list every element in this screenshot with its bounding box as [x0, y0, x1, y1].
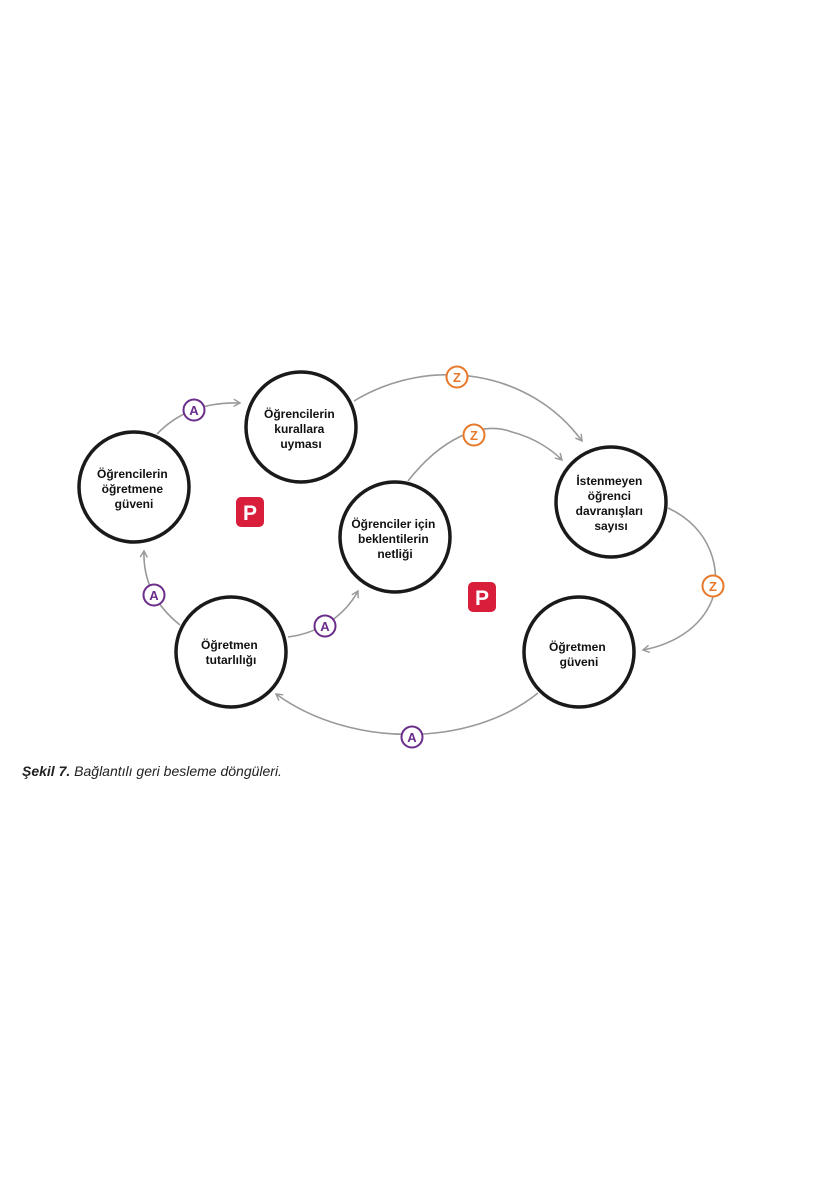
node-label-line: uyması: [280, 437, 321, 451]
arrow-n2-to-n4: [353, 374, 583, 443]
badge-letter: A: [189, 403, 199, 418]
badge-a: A: [182, 398, 206, 422]
p-badges: P P: [236, 497, 496, 612]
node-label: Öğrenciler için beklentilerin netliği: [351, 516, 438, 561]
a-badges: A A A A: [142, 398, 424, 749]
node-label: Öğretmen güveni: [549, 639, 609, 669]
node-label-line: davranışları: [576, 504, 643, 518]
badge-z: Z: [462, 423, 486, 447]
node-label-line: İstenmeyen: [576, 473, 642, 488]
badge-letter: Z: [453, 370, 461, 385]
node-label-line: güveni: [115, 497, 154, 511]
figure-caption-label: Şekil 7.: [22, 763, 71, 779]
node-label-line: Öğrenciler için: [351, 516, 435, 531]
node-label-line: sayısı: [594, 519, 627, 533]
node-ogrencilerin-ogretmene-guveni: [77, 430, 191, 544]
node-label-line: beklentilerin: [358, 532, 429, 546]
badge-letter: Z: [470, 428, 478, 443]
node-beklentilerin-netligi: [338, 480, 452, 594]
badge-a: A: [400, 725, 424, 749]
badge-z: Z: [445, 365, 469, 389]
badge-z: Z: [701, 574, 725, 598]
node-label-line: tutarlılığı: [206, 653, 257, 667]
node-label-line: Öğrencilerin: [264, 406, 335, 421]
node-label: Öğrencilerin kurallara uyması: [264, 406, 338, 451]
node-label-line: güveni: [560, 655, 599, 669]
node-label-line: netliği: [377, 547, 412, 561]
figure-caption: Şekil 7. Bağlantılı geri besleme döngüle…: [22, 763, 282, 779]
badge-letter: Z: [709, 579, 717, 594]
badge-letter: P: [475, 587, 489, 610]
badge-letter: A: [149, 588, 159, 603]
node-label-line: öğretmene: [102, 482, 164, 496]
node-ogretmen-guveni: [522, 595, 636, 709]
node-labels: Öğrencilerin öğretmene güveni Öğrenciler…: [97, 406, 647, 669]
node-label-line: Öğretmen: [201, 637, 258, 652]
node-label: Öğretmen tutarlılığı: [201, 637, 261, 667]
badge-a: A: [313, 614, 337, 638]
badge-letter: P: [243, 502, 257, 525]
feedback-loop-diagram: Öğrencilerin öğretmene güveni Öğrenciler…: [77, 365, 725, 749]
figure-caption-text: Bağlantılı geri besleme döngüleri.: [74, 763, 282, 779]
node-istenmeyen-davranislar: [554, 445, 668, 559]
badge-letter: A: [407, 730, 417, 745]
badge-letter: A: [320, 619, 330, 634]
badge-a: A: [142, 583, 166, 607]
node-label-line: Öğretmen: [549, 639, 606, 654]
node-ogretmen-tutarliligi: [174, 595, 288, 709]
z-badges: Z Z Z: [445, 365, 725, 598]
badge-p: P: [236, 497, 264, 527]
arrow-n4-to-n6: [641, 507, 717, 654]
node-label: Öğrencilerin öğretmene güveni: [97, 466, 171, 511]
node-label-line: öğrenci: [588, 489, 631, 503]
badge-p: P: [468, 582, 496, 612]
node-ogrencilerin-kurallara-uymasi: [244, 370, 358, 484]
arrow-n3-to-n4: [407, 427, 564, 482]
node-label-line: Öğrencilerin: [97, 466, 168, 481]
node-label-line: kurallara: [274, 422, 324, 436]
node-label: İstenmeyen öğrenci davranışları sayısı: [576, 473, 647, 533]
nodes: [77, 370, 668, 709]
